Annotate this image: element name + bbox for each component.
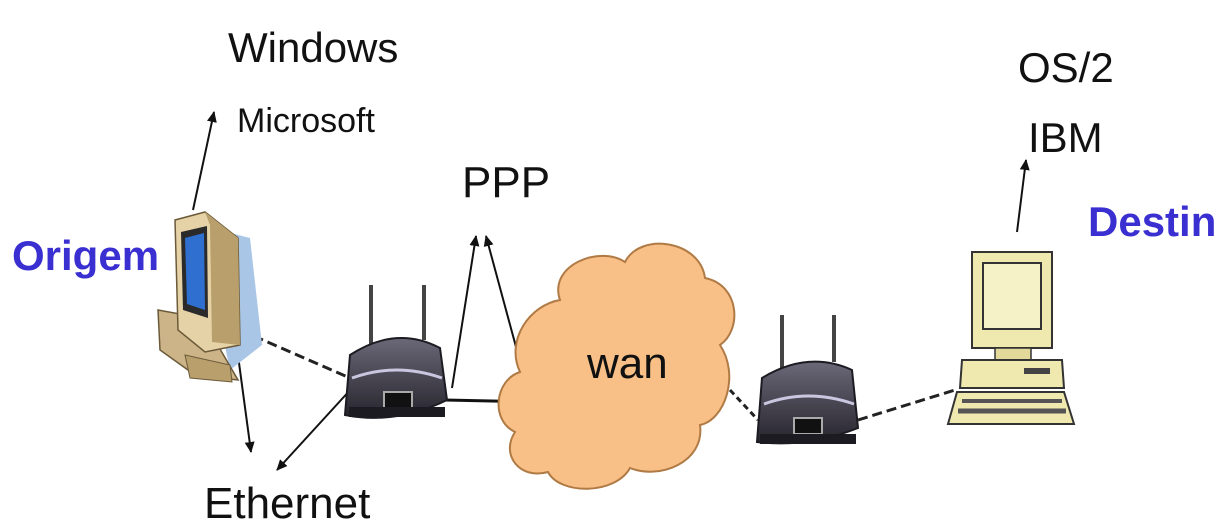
label-windows: Windows — [228, 24, 398, 71]
label-ppp: PPP — [462, 158, 550, 207]
terminal-computer-icon — [946, 251, 1076, 425]
label-wan: wan — [586, 339, 668, 388]
link-cloud-router-right — [728, 388, 760, 422]
arrow-router-to-ppp — [451, 235, 480, 389]
arrow-router-to-ethernet — [276, 387, 353, 471]
link-router-right-terminal — [857, 388, 956, 422]
cloud-icon — [497, 242, 736, 490]
label-origin: Origem — [12, 232, 159, 279]
label-os2: OS/2 — [1018, 44, 1114, 91]
arrow-cloud-to-ppp — [483, 235, 520, 359]
arrow-to-ibm — [1016, 159, 1030, 233]
router-icon — [343, 285, 449, 419]
desktop-computer-icon — [157, 211, 262, 383]
label-destination: Destino — [1088, 198, 1214, 245]
arrow-pc-to-ethernet — [236, 347, 255, 453]
label-microsoft: Microsoft — [237, 102, 375, 140]
label-ethernet: Ethernet — [204, 479, 370, 528]
arrow-to-windows — [192, 111, 217, 211]
label-ibm: IBM — [1028, 114, 1103, 161]
router-icon — [755, 315, 860, 445]
